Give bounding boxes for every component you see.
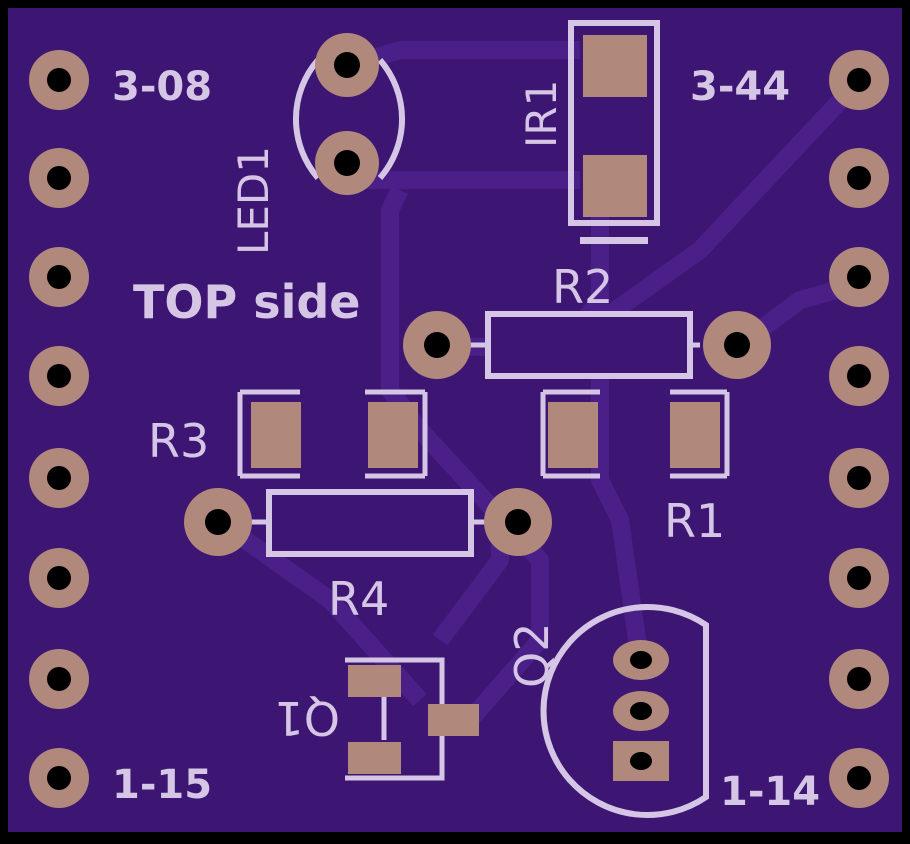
header-pin [829,548,889,608]
header-pin [29,748,89,808]
right-header [829,50,889,808]
ir1-footprint [568,20,660,244]
led1-footprint [293,33,405,195]
led1-label: LED1 [229,146,278,255]
pin-label-bottom-right: 1-14 [720,769,820,815]
header-pin [29,148,89,208]
header-pin [829,50,889,110]
header-pin [29,50,89,110]
r3-label: R3 [148,414,209,468]
side-label: TOP side [133,275,360,329]
header-pin [829,649,889,709]
header-pin [29,247,89,307]
q1-label: Q1 [275,691,340,745]
header-pin [829,148,889,208]
pin-label-bottom-left: 1-15 [112,762,212,808]
header-pin [829,448,889,508]
header-pin [29,649,89,709]
header-pin [829,748,889,808]
header-pin [829,247,889,307]
header-pin [29,346,89,406]
r4-footprint [184,488,552,557]
q2-label: Q2 [505,623,559,688]
left-header [29,50,89,808]
r4-label: R4 [328,572,389,626]
pin-label-top-right: 3-44 [690,64,790,110]
header-pin [29,548,89,608]
r1-footprint [540,389,730,479]
q1-footprint [345,657,479,781]
header-pin [29,448,89,508]
q2-footprint [540,604,709,818]
ir1-label: IR1 [517,80,566,148]
board-substrate [8,8,902,832]
r2-footprint [403,311,771,379]
header-pin [829,346,889,406]
r3-footprint [237,389,428,479]
pin-label-top-left: 3-08 [112,64,212,110]
r1-label: R1 [664,494,725,548]
r2-label: R2 [552,260,613,314]
